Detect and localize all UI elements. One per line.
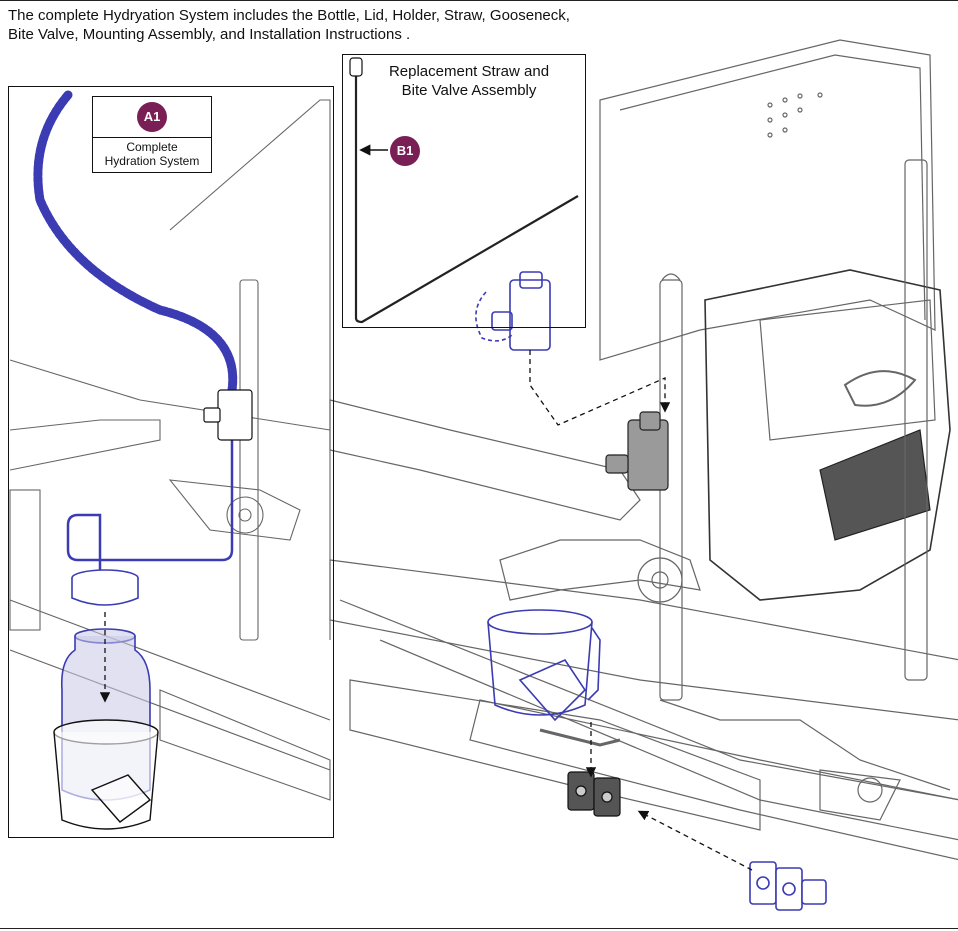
intro-line-2: Bite Valve, Mounting Assembly, and Insta…: [8, 26, 411, 43]
a1-label-line-1: Complete: [126, 140, 178, 154]
replacement-title: Replacement Straw and Bite Valve Assembl…: [362, 62, 576, 100]
intro-line-1: The complete Hydryation System includes …: [8, 7, 570, 24]
a1-label-line-2: Hydration System: [104, 154, 200, 168]
left-panel-line-art: [9, 99, 331, 801]
a1-callout: A1 Complete Hydration System: [92, 96, 212, 173]
a1-label: Complete Hydration System: [93, 140, 211, 168]
chair-line-art: [329, 39, 958, 861]
top-rule: [0, 0, 958, 1]
holder-clamp-exploded: [475, 271, 551, 351]
complete-system-panel: [8, 86, 334, 838]
left-cup-holder: [53, 719, 159, 830]
replacement-straw-panel: [342, 54, 586, 328]
a1-badge: A1: [137, 102, 167, 132]
bottom-rule: [0, 928, 958, 929]
a1-divider: [93, 137, 211, 138]
bottle-lid: [71, 569, 139, 606]
b1-badge: B1: [390, 136, 420, 166]
replacement-title-line-2: Bite Valve Assembly: [401, 82, 537, 99]
replacement-title-line-1: Replacement Straw and: [388, 63, 550, 80]
gooseneck: [33, 90, 238, 405]
straw-tube: [66, 400, 234, 570]
cup-holder-exploded: [487, 609, 601, 722]
rail-clamps-exploded: [749, 861, 827, 911]
rail-clamps-installed: [567, 771, 621, 817]
left-holder-clamp: [203, 389, 253, 441]
mount-clamp-installed: [605, 411, 669, 491]
bite-valve-icon: [349, 57, 363, 77]
assembly-leaders: [529, 350, 753, 871]
replacement-straw: [354, 72, 579, 324]
intro-text: The complete Hydryation System includes …: [8, 6, 948, 44]
